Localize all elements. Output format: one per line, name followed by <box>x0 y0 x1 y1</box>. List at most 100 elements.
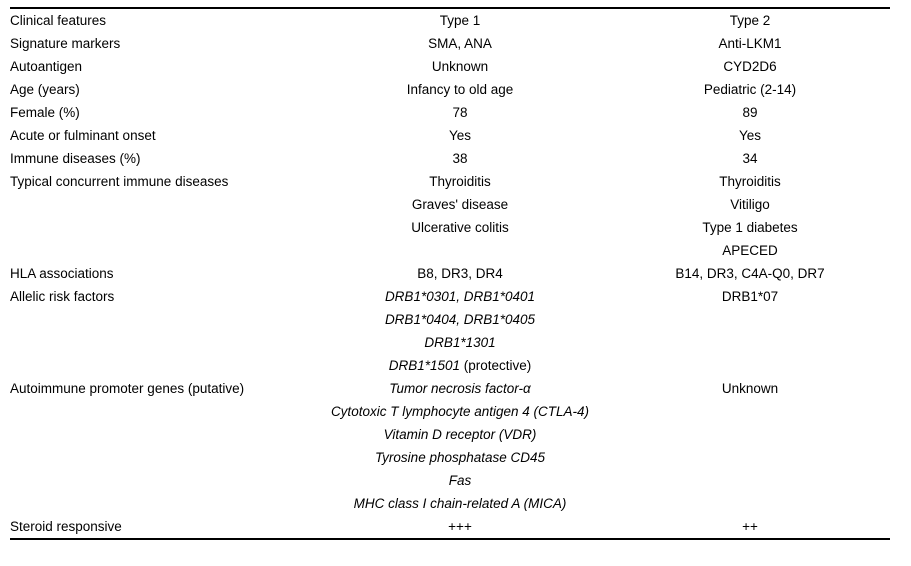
feature-cell: Steroid responsive <box>10 518 122 534</box>
type1-value: 38 <box>452 150 468 166</box>
type2-cell <box>610 469 890 492</box>
type2-cell: DRB1*07 <box>610 285 890 308</box>
table-body: Clinical features Type 1 Type 2 Signature m… <box>10 9 890 538</box>
feature-cell: Signature markers <box>10 35 121 51</box>
type1-value: +++ <box>448 518 472 534</box>
type2-value: Pediatric (2-14) <box>703 81 797 97</box>
type2-cell <box>610 446 890 469</box>
type1-value: Graves' disease <box>411 196 509 212</box>
feature-cell: Typical concurrent immune diseases <box>10 173 229 189</box>
type1-cell: Tyrosine phosphatase CD45 <box>310 446 610 469</box>
type2-cell: ++ <box>610 515 890 538</box>
type2-value: Thyroiditis <box>719 173 781 189</box>
feature-cell <box>10 216 310 239</box>
type1-value: MHC class I chain-related A (MICA) <box>353 495 567 511</box>
table-row: Autoimmune promoter genes (putative)Tumo… <box>10 377 890 400</box>
feature-cell <box>10 400 310 423</box>
type1-cell: 78 <box>310 101 610 124</box>
type2-value: CYD2D6 <box>723 58 777 74</box>
type1-cell: 38 <box>310 147 610 170</box>
type2-cell: 89 <box>610 101 890 124</box>
type2-value: Yes <box>738 127 762 143</box>
type1-value: Vitamin D receptor (VDR) <box>383 426 537 442</box>
type2-cell: Pediatric (2-14) <box>610 78 890 101</box>
feature-cell: Autoantigen <box>10 58 83 74</box>
feature-cell <box>10 354 310 377</box>
feature-cell: HLA associations <box>10 265 114 281</box>
feature-cell: Clinical features <box>10 12 107 28</box>
type1-cell: DRB1*1501 (protective) <box>310 354 610 377</box>
type2-cell: Anti-LKM1 <box>610 32 890 55</box>
type1-cell: Infancy to old age <box>310 78 610 101</box>
table-row: Clinical features Type 1 Type 2 <box>10 9 890 32</box>
type2-value: APECED <box>722 242 778 258</box>
type1-value: Ulcerative colitis <box>411 219 509 235</box>
type2-cell: Type 1 diabetes <box>610 216 890 239</box>
type1-cell: Yes <box>310 124 610 147</box>
type1-value: Type 1 <box>439 12 481 28</box>
type1-cell: Unknown <box>310 55 610 78</box>
type1-value: Unknown <box>431 58 489 74</box>
type2-cell: Thyroiditis <box>610 170 890 193</box>
type2-value: DRB1*07 <box>721 288 779 304</box>
feature-cell <box>10 446 310 469</box>
type1-cell: Cytotoxic T lymphocyte antigen 4 (CTLA-4… <box>310 400 610 423</box>
type1-value: DRB1*0301, DRB1*0401 <box>384 288 536 304</box>
type1-value: DRB1*1301 <box>424 334 496 350</box>
feature-cell <box>10 193 310 216</box>
type2-cell: 34 <box>610 147 890 170</box>
table-row: Fas <box>10 469 890 492</box>
type2-cell <box>610 400 890 423</box>
table-row: DRB1*1301 <box>10 331 890 354</box>
type2-value: Type 1 diabetes <box>702 219 798 235</box>
type1-cell: Thyroiditis <box>310 170 610 193</box>
type1-cell: Graves' disease <box>310 193 610 216</box>
table-row: APECED <box>10 239 890 262</box>
type2-value: Vitiligo <box>730 196 770 212</box>
table-row: Graves' disease Vitiligo <box>10 193 890 216</box>
type1-value: DRB1*1501 <box>388 357 460 373</box>
table-row: DRB1*1501 (protective) <box>10 354 890 377</box>
type1-cell: Ulcerative colitis <box>310 216 610 239</box>
type1-value: Tyrosine phosphatase CD45 <box>374 449 546 465</box>
table-row: HLA associations B8, DR3, DR4 B14, DR3, C4… <box>10 262 890 285</box>
type2-cell: Vitiligo <box>610 193 890 216</box>
type2-cell: Unknown <box>610 377 890 400</box>
type1-cell: Fas <box>310 469 610 492</box>
type1-value: Cytotoxic T lymphocyte antigen 4 (CTLA-4… <box>330 403 590 419</box>
type1-cell: B8, DR3, DR4 <box>310 262 610 285</box>
type1-cell: DRB1*0404, DRB1*0405 <box>310 308 610 331</box>
clinical-features-table: Clinical features Type 1 Type 2 Signature m… <box>10 9 890 538</box>
table-row: Vitamin D receptor (VDR) <box>10 423 890 446</box>
type2-cell <box>610 308 890 331</box>
table-row: Tyrosine phosphatase CD45 <box>10 446 890 469</box>
type1-value: Infancy to old age <box>406 81 514 97</box>
feature-cell <box>10 469 310 492</box>
type1-value: Yes <box>448 127 472 143</box>
feature-cell <box>10 492 310 515</box>
type2-value: Anti-LKM1 <box>718 35 782 51</box>
clinical-features-table-container: Clinical features Type 1 Type 2 Signature m… <box>10 7 890 540</box>
type1-cell: DRB1*0301, DRB1*0401 <box>310 285 610 308</box>
type2-value: 34 <box>742 150 758 166</box>
type2-cell: Type 2 <box>610 9 890 32</box>
type1-value: 78 <box>452 104 468 120</box>
type1-value: Tumor necrosis factor-α <box>389 380 531 396</box>
type2-cell <box>610 492 890 515</box>
type1-cell: +++ <box>310 515 610 538</box>
feature-cell <box>10 423 310 446</box>
table-row: MHC class I chain-related A (MICA) <box>10 492 890 515</box>
type2-value: Type 2 <box>729 12 771 28</box>
type1-value: SMA, ANA <box>428 35 492 51</box>
type1-cell: MHC class I chain-related A (MICA) <box>310 492 610 515</box>
type2-value: B14, DR3, C4A-Q0, DR7 <box>675 265 825 281</box>
type1-value: Thyroiditis <box>429 173 491 189</box>
type1-value: DRB1*0404, DRB1*0405 <box>384 311 536 327</box>
type1-cell: Tumor necrosis factor-α <box>310 377 610 400</box>
type1-value: Fas <box>448 472 472 488</box>
type1-cell: Type 1 <box>310 9 610 32</box>
